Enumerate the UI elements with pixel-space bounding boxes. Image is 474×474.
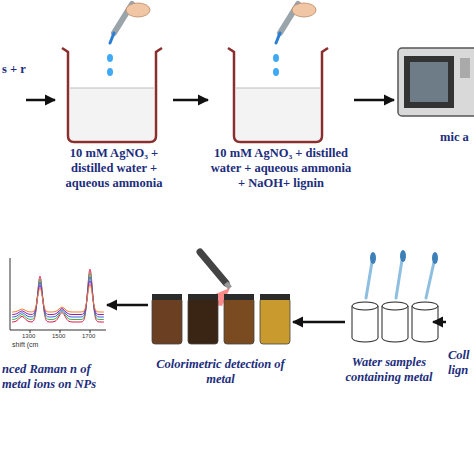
step-caption: 10 mM AgNO₃ + distilled water + aqueous …: [55, 146, 173, 191]
spectra: [12, 269, 104, 322]
step-caption: Water samples containing metal: [345, 355, 433, 385]
drop: [273, 68, 279, 76]
pipette: [276, 3, 316, 43]
axis-label: shift (cm: [12, 341, 38, 348]
vial-cap: [188, 294, 218, 300]
graph-axes: [10, 258, 106, 330]
process-step: nced Raman n of metal ions on NPs: [2, 250, 107, 392]
process-step: Coll lign: [446, 298, 474, 378]
process-step: mic a: [394, 40, 474, 145]
spectrum-line: [12, 285, 104, 312]
raman-graph: [10, 258, 106, 333]
microwave-window: [410, 62, 448, 102]
dropper: [366, 262, 372, 298]
pipette: [110, 3, 150, 43]
flow-arrow: [354, 99, 394, 102]
step-caption: Colorimetric detection of metal: [148, 357, 293, 387]
spectrum-line: [12, 273, 104, 319]
vial: [260, 298, 290, 344]
microwave-door: [404, 56, 454, 108]
step-caption: s + r: [2, 62, 26, 77]
vial-cap: [224, 294, 254, 300]
cylinder: [352, 306, 378, 342]
process-step: Water samples containing metal: [345, 245, 433, 385]
flow-arrow: [293, 321, 345, 324]
drop: [107, 68, 113, 76]
process-step: s + r: [2, 62, 26, 77]
cylinder: [382, 306, 408, 342]
dropper: [396, 260, 402, 298]
axis-label: 1700: [82, 333, 95, 339]
vial: [224, 298, 254, 344]
liquid: [70, 88, 154, 140]
process-step: 10 mM AgNO₃ + distilled water + aqueous …: [208, 42, 354, 191]
beaker-outline: [228, 48, 328, 142]
vials: [152, 294, 290, 344]
flow-arrow: [26, 99, 55, 102]
spectrum-line: [12, 269, 104, 322]
cylinder-top: [382, 302, 408, 310]
spectrum-line: [12, 281, 104, 315]
vial-cap: [260, 294, 290, 300]
flow-arrow: [433, 321, 446, 324]
step-caption: Coll lign: [448, 348, 474, 378]
step-caption: mic a: [440, 130, 474, 145]
tick: [30, 330, 31, 333]
pipette-tip: [110, 33, 114, 43]
vial: [188, 298, 218, 344]
hand: [292, 3, 316, 17]
cylinder-top: [352, 302, 378, 310]
dropper-bulb: [432, 252, 438, 264]
beaker-outline: [62, 48, 162, 142]
dropper-bulb: [400, 250, 406, 262]
laser-body: [200, 252, 226, 283]
vial-cap: [152, 294, 182, 300]
spectrum-line: [12, 277, 104, 317]
axis-label: 1500: [52, 333, 65, 339]
vial: [152, 298, 182, 344]
microwave-panel: [460, 58, 470, 78]
axis-label: 1300: [22, 333, 35, 339]
sample-cylinders: [352, 250, 438, 342]
beaker: [62, 48, 162, 142]
process-step: 10 mM AgNO₃ + distilled water + aqueous …: [55, 42, 173, 191]
liquid: [236, 88, 320, 140]
microwave: [398, 48, 474, 116]
tick: [60, 330, 61, 333]
liquid-surface: [70, 88, 154, 89]
process-step: Colorimetric detection of metal: [148, 245, 293, 387]
laser-tip: [226, 283, 230, 288]
drop: [273, 54, 279, 62]
hand: [126, 3, 150, 17]
dropper-bulb: [370, 252, 376, 264]
flow-arrow: [173, 99, 208, 102]
beaker: [228, 48, 328, 142]
flow-arrow: [107, 304, 148, 307]
step-caption: 10 mM AgNO₃ + distilled water + aqueous …: [208, 146, 354, 191]
cylinder-top: [412, 302, 438, 310]
pipette-tip: [276, 33, 280, 43]
liquid-surface: [236, 88, 320, 89]
drop: [107, 54, 113, 62]
microwave-body: [398, 48, 474, 116]
dropper: [426, 262, 434, 298]
cylinder: [412, 306, 438, 342]
tick: [90, 330, 91, 333]
step-caption: nced Raman n of metal ions on NPs: [2, 362, 107, 392]
